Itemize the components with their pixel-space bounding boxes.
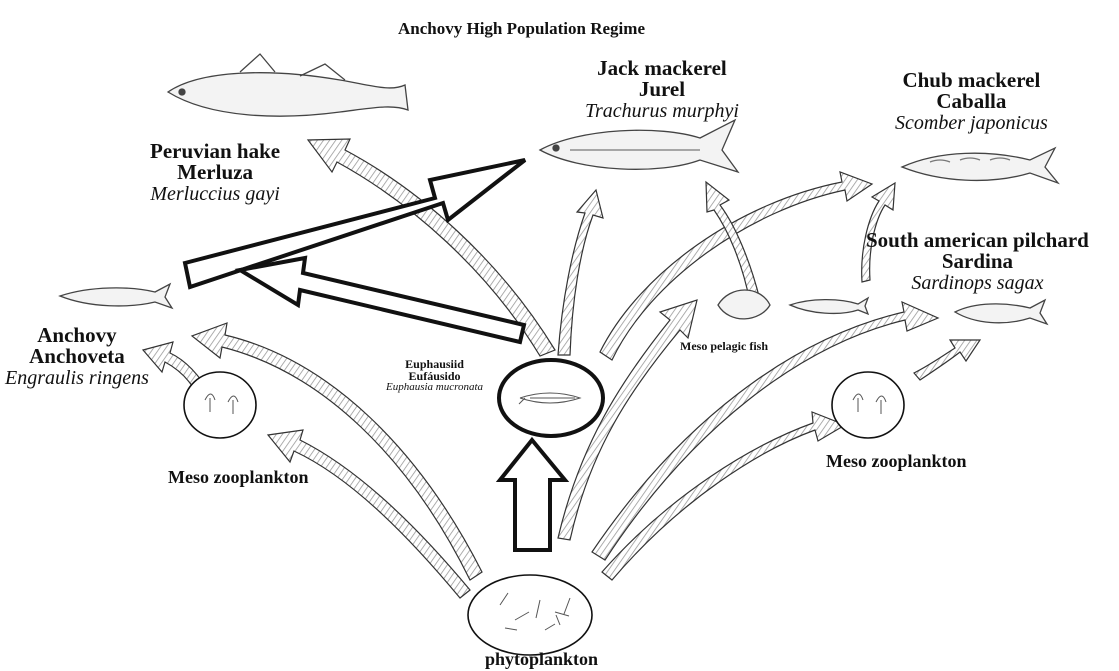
anchovy-scientific-name: Engraulis ringens — [5, 368, 149, 388]
chub-local-name: Caballa — [895, 91, 1048, 112]
chub-label: Chub mackerel Caballa Scomber japonicus — [895, 70, 1048, 133]
phyto-circle — [468, 575, 592, 655]
chub-scientific-name: Scomber japonicus — [895, 113, 1048, 133]
hake-scientific-name: Merluccius gayi — [150, 184, 280, 204]
right-zoo-circle — [832, 372, 904, 438]
jack-common-name: Jack mackerel — [585, 58, 739, 79]
pilchard-label: South american pilchard Sardina Sardinop… — [866, 230, 1089, 293]
anchovy-common-name: Anchovy — [5, 325, 149, 346]
phytoplankton-label: phytoplankton — [485, 650, 598, 668]
left-zooplankton-label: Meso zooplankton — [168, 468, 309, 486]
jack-scientific-name: Trachurus murphyi — [585, 101, 739, 121]
euphausiid-label: Euphausiid Eufáusido Euphausia mucronata — [386, 358, 483, 394]
right-zooplankton-label: Meso zooplankton — [826, 452, 967, 470]
lanternfish — [790, 298, 868, 314]
hake-fish — [168, 73, 408, 116]
anchovy-label: Anchovy Anchoveta Engraulis ringens — [5, 325, 149, 388]
mesopelagic-fish — [718, 290, 770, 319]
arrow-to-jack — [558, 190, 603, 355]
euphausiid-scientific-name: Euphausia mucronata — [386, 382, 483, 393]
pilchard-fish — [955, 300, 1047, 324]
chub-common-name: Chub mackerel — [895, 70, 1048, 91]
jack-mackerel-fish — [540, 120, 738, 172]
jack-local-name: Jurel — [585, 79, 739, 100]
arrow-phyto-to-euphausiid — [500, 440, 565, 550]
hake-common-name: Peruvian hake — [150, 141, 280, 162]
jack-label: Jack mackerel Jurel Trachurus murphyi — [585, 58, 739, 121]
anchovy-fish — [60, 284, 172, 308]
arrow-right-zoo-to-pilchard — [914, 340, 980, 380]
arrow-to-chub — [600, 172, 872, 360]
left-zoo-circle — [184, 372, 256, 438]
pilchard-scientific-name: Sardinops sagax — [866, 273, 1089, 293]
hake-local-name: Merluza — [150, 162, 280, 183]
diagram-title: Anchovy High Population Regime — [398, 20, 645, 37]
pilchard-local-name: Sardina — [866, 251, 1089, 272]
mesopelagic-label: Meso pelagic fish — [680, 340, 768, 352]
anchovy-local-name: Anchoveta — [5, 346, 149, 367]
chub-mackerel-fish — [902, 148, 1058, 183]
pilchard-common-name: South american pilchard — [866, 230, 1089, 251]
hake-label: Peruvian hake Merluza Merluccius gayi — [150, 141, 280, 204]
